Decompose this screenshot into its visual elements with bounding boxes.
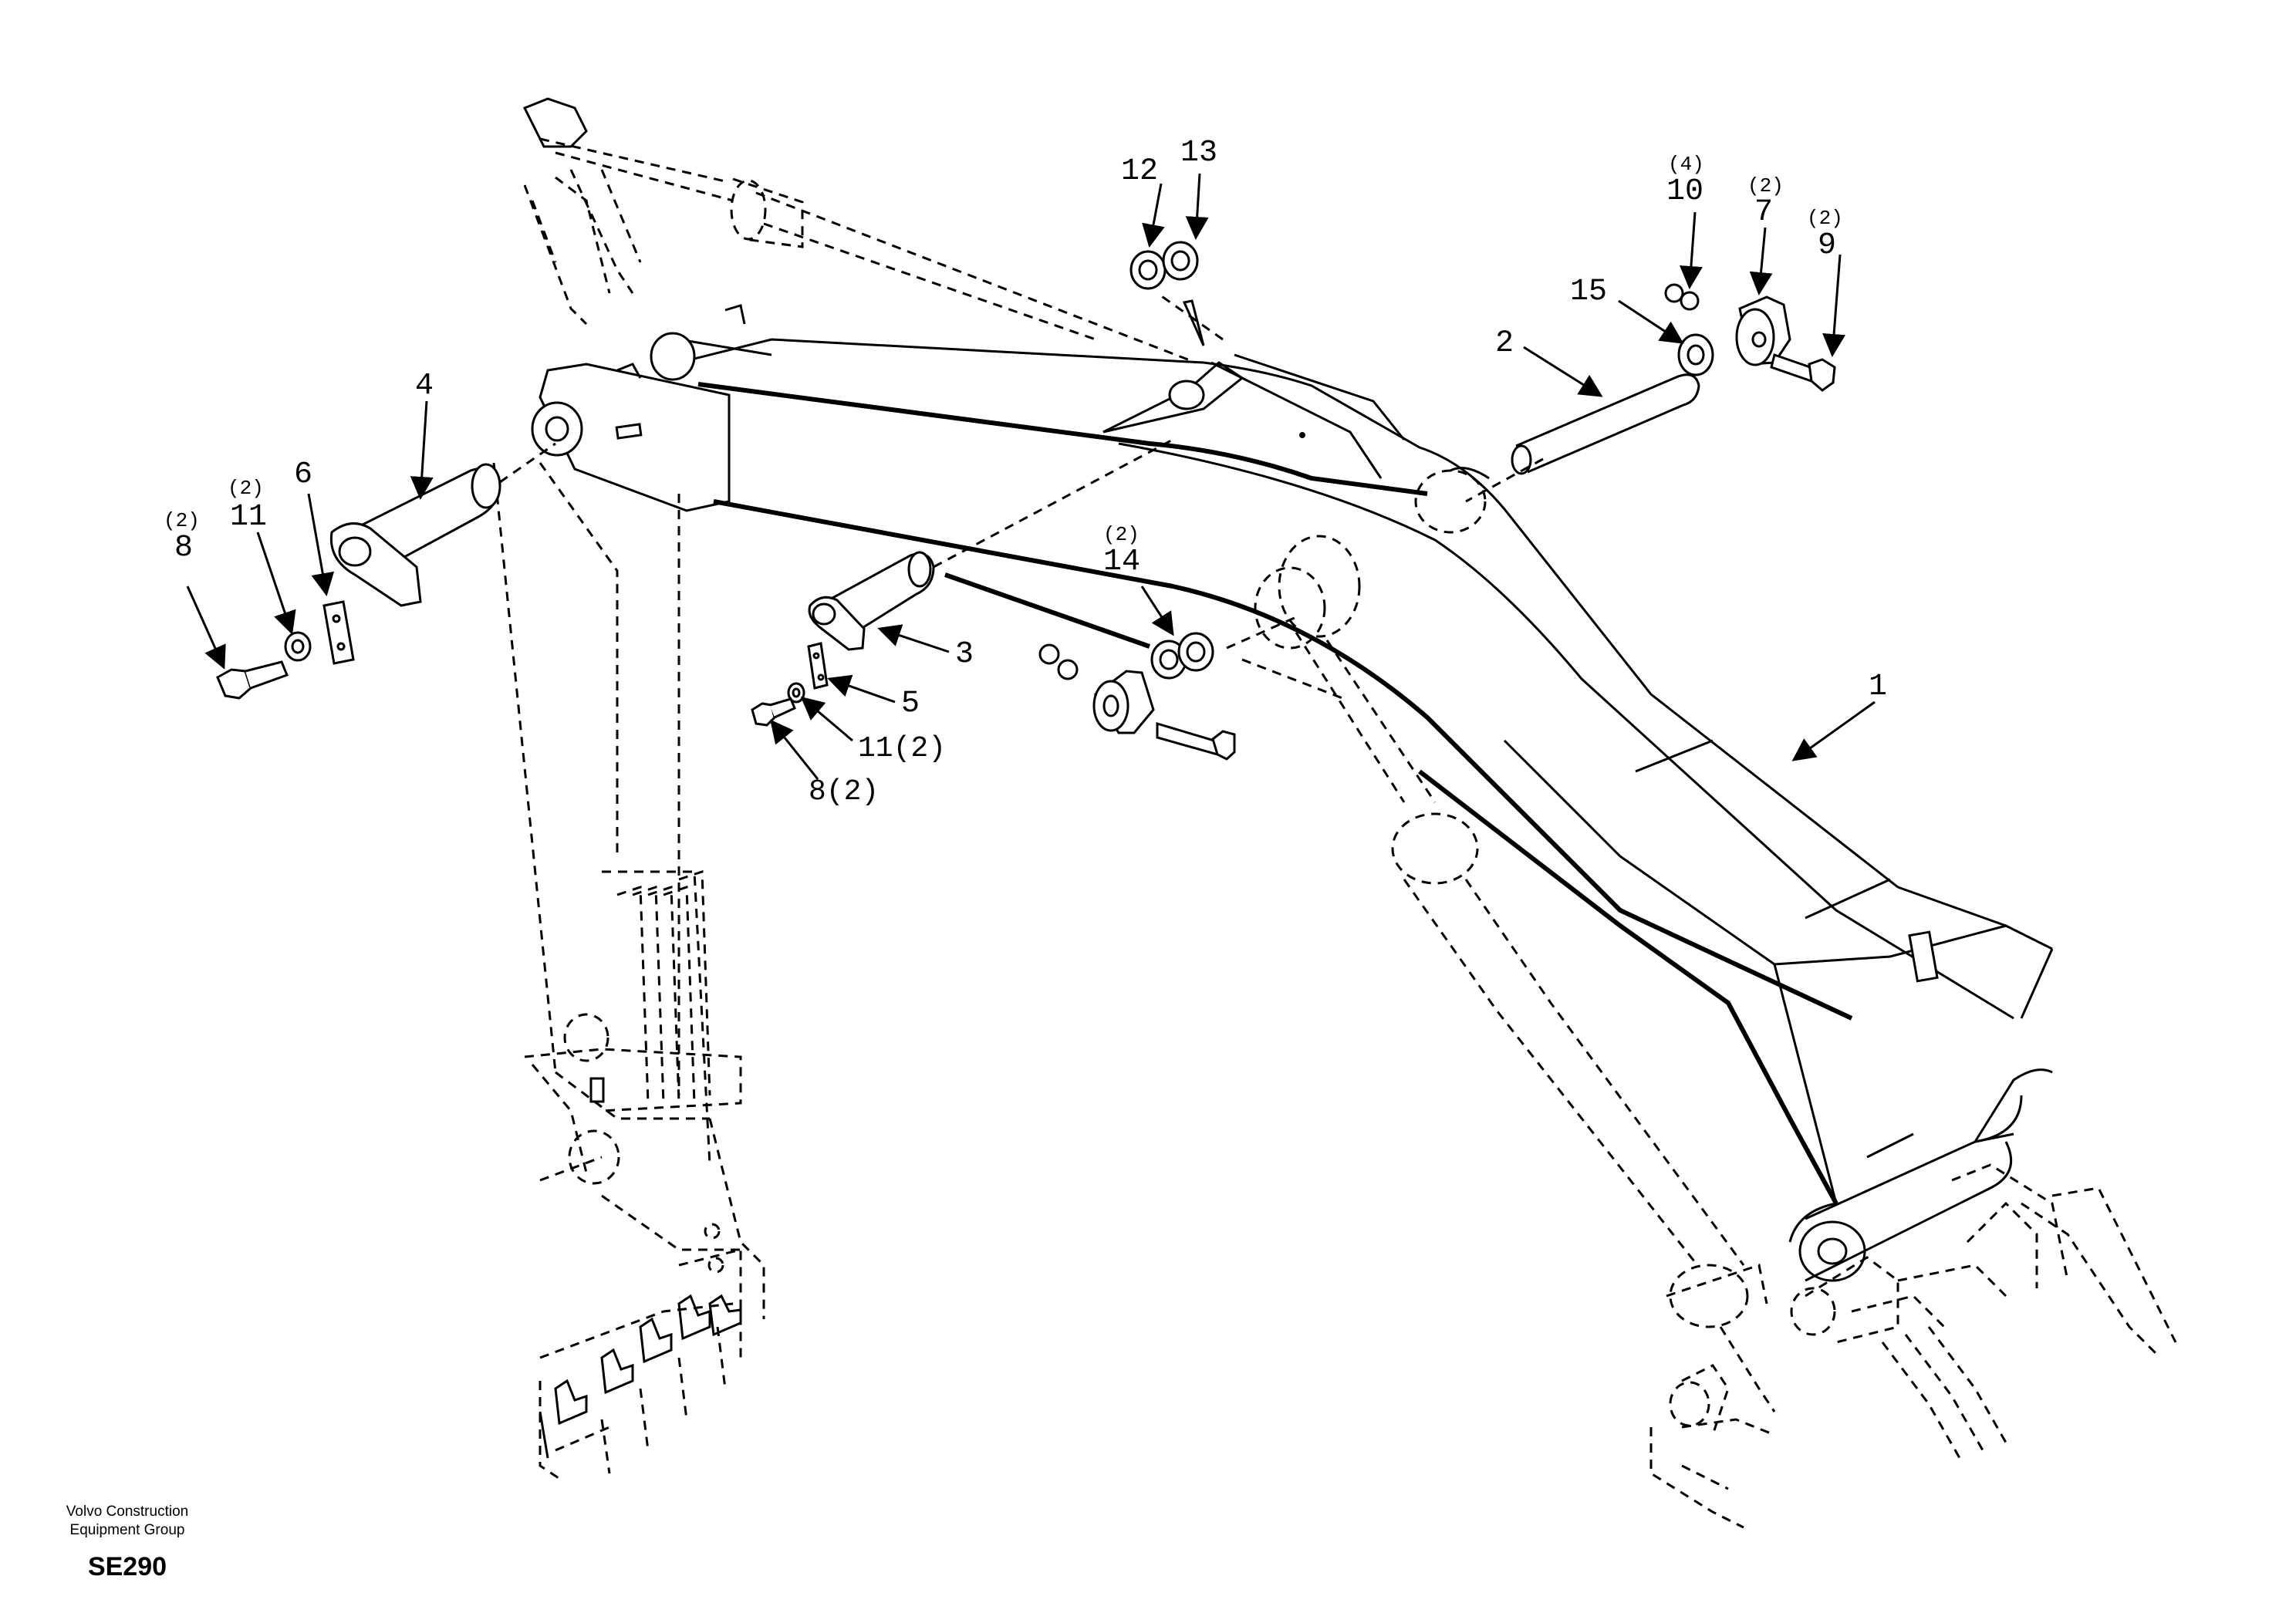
callout-10: 10 (1666, 174, 1703, 209)
callout-13: 13 (1180, 136, 1217, 170)
callout-7-qty: (2) (1747, 174, 1784, 197)
callout-5: 5 (901, 687, 920, 721)
callout-1: 1 (1869, 670, 1887, 704)
callouts: 1 2 3 4 5 6 (2) 7 (2) 8 (2) 9 (4) 10 (2)… (164, 136, 1887, 808)
washer-item-11-center (787, 682, 805, 704)
washers-item-14 (1150, 632, 1214, 680)
callout-8-qty: (2) (164, 509, 200, 532)
bolt-center (1156, 721, 1236, 761)
callout-9-qty: (2) (1807, 207, 1843, 230)
callout-10-qty: (4) (1668, 153, 1704, 176)
callout-4: 4 (415, 369, 434, 403)
callout-8: 8 (174, 531, 193, 565)
nuts-center (1038, 643, 1079, 680)
callout-11: 11 (230, 500, 267, 535)
linkage-outline (1649, 1163, 2177, 1529)
callout-7: 7 (1754, 195, 1773, 230)
callout-12: 12 (1121, 154, 1158, 189)
plate-item-5 (807, 642, 829, 690)
callout-3: 3 (955, 637, 974, 672)
company-name-line2: Equipment Group (69, 1522, 185, 1538)
callout-11-qty: (2) (228, 477, 264, 500)
spacer-item-7 (1735, 295, 1791, 366)
washer-item-15 (1677, 333, 1714, 376)
callout-14: 14 (1103, 545, 1140, 579)
callout-arrows (186, 173, 1876, 780)
callout-2: 2 (1495, 326, 1514, 361)
boom-cylinder-outline (1241, 535, 1768, 1328)
arm-cylinder-outline (522, 97, 1197, 364)
pin-item-4 (329, 463, 501, 607)
footer: Volvo Construction Equipment Group SE290 (31, 1503, 224, 1582)
pin-item-2 (1511, 373, 1700, 475)
boom-body (678, 338, 2054, 1282)
bolt-item-8-center (751, 697, 796, 727)
callout-11-alt: 11(2) (858, 732, 946, 765)
bolt-item-8 (216, 660, 289, 700)
company-name-line1: Volvo Construction (66, 1504, 189, 1520)
spacer-center (1092, 670, 1155, 734)
callout-14-qty: (2) (1103, 523, 1140, 546)
nuts-item-10 (1664, 283, 1700, 311)
arm-outline (492, 304, 772, 1483)
pin-item-3 (808, 551, 935, 651)
washer-item-11 (284, 631, 312, 662)
plate-item-6 (322, 600, 355, 665)
bolt-item-9 (1770, 353, 1836, 392)
callout-15: 15 (1570, 275, 1607, 309)
callout-6: 6 (294, 457, 312, 492)
diagram-code: SE290 (87, 1552, 167, 1581)
callout-8-alt: 8(2) (809, 775, 879, 808)
assembly-lines (499, 292, 1544, 650)
callout-9: 9 (1818, 228, 1836, 263)
washers-item-12-13 (1129, 241, 1199, 290)
